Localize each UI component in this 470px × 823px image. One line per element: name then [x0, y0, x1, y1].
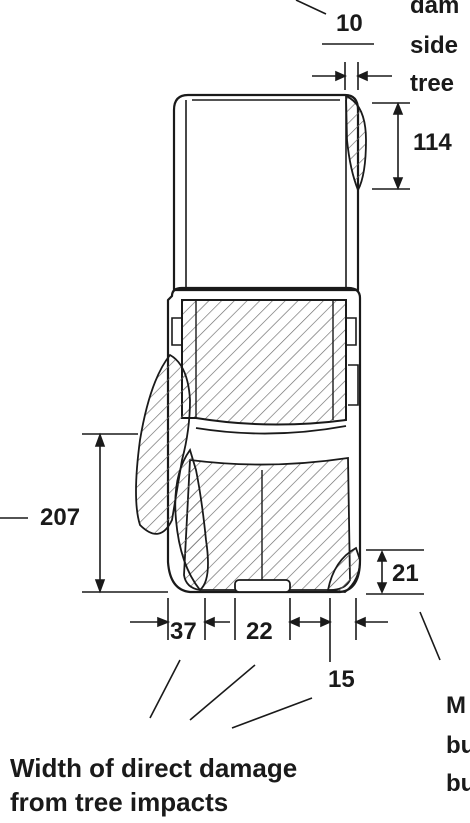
- note-top-right-line1: dam: [410, 0, 460, 19]
- note-top-right-line3: tree: [410, 70, 455, 97]
- dimension-label-22: 22: [246, 618, 273, 645]
- right-front-damage-lobe: [326, 546, 361, 593]
- dimension-label-37: 37: [170, 618, 197, 645]
- front-bumper: [234, 579, 291, 593]
- dimension-label-21: 21: [392, 560, 419, 587]
- dimension-label-10: 10: [336, 10, 363, 37]
- dimension-label-207: 207: [40, 504, 81, 531]
- caption-line-1: Width of direct damage: [10, 753, 298, 783]
- note-bottom-right-line1: M: [446, 692, 466, 719]
- dimension-lines: [0, 0, 441, 729]
- note-top-right-line2: side: [410, 32, 459, 59]
- rear-right-damage-lobe: [345, 94, 367, 193]
- hood-damage-area: [183, 456, 351, 591]
- note-bottom-right-line3: bu: [446, 770, 470, 797]
- dimension-label-15: 15: [328, 666, 355, 693]
- cab-roof-damage-area: [181, 299, 347, 426]
- dimension-label-114: 114: [413, 129, 452, 156]
- caption-line-2: from tree impacts: [10, 787, 229, 817]
- left-front-damage-lobe: [174, 447, 209, 592]
- note-bottom-right-line2: bu: [446, 732, 470, 759]
